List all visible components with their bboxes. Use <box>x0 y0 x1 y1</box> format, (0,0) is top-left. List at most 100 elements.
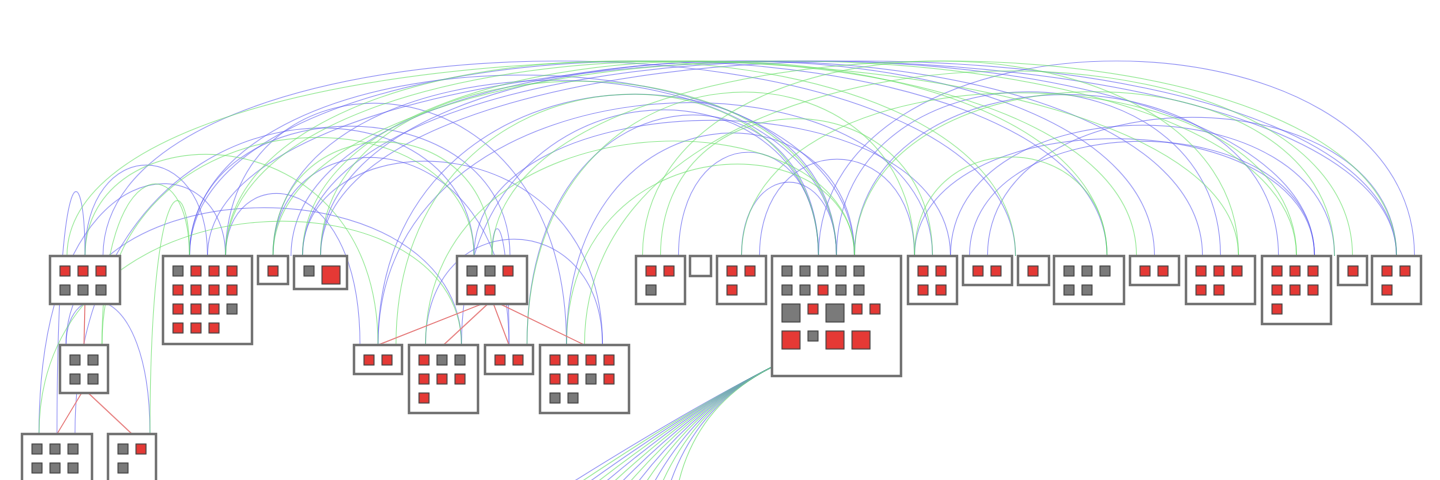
red-node[interactable] <box>418 373 430 385</box>
red-node[interactable] <box>603 373 615 385</box>
gray-node[interactable] <box>781 284 793 296</box>
container-c4[interactable] <box>292 254 349 291</box>
gray-node[interactable] <box>87 354 99 366</box>
container-c13[interactable] <box>634 254 687 306</box>
red-node[interactable] <box>466 284 478 296</box>
container-c22[interactable] <box>1184 254 1257 306</box>
gray-node[interactable] <box>1063 284 1075 296</box>
container-c15[interactable] <box>715 254 768 306</box>
red-node[interactable] <box>825 330 845 350</box>
red-node[interactable] <box>1271 284 1283 296</box>
red-node[interactable] <box>1231 265 1243 277</box>
gray-node[interactable] <box>454 354 466 366</box>
container-c24[interactable] <box>1336 254 1369 287</box>
red-node[interactable] <box>208 265 220 277</box>
red-node[interactable] <box>190 265 202 277</box>
red-node[interactable] <box>135 443 147 455</box>
red-node[interactable] <box>567 354 579 366</box>
red-node[interactable] <box>321 265 341 285</box>
gray-node[interactable] <box>799 284 811 296</box>
gray-node[interactable] <box>172 265 184 277</box>
gray-node[interactable] <box>835 265 847 277</box>
gray-node[interactable] <box>59 284 71 296</box>
gray-node[interactable] <box>799 265 811 277</box>
gray-node[interactable] <box>31 443 43 455</box>
gray-node[interactable] <box>67 462 79 474</box>
red-node[interactable] <box>1289 284 1301 296</box>
red-node[interactable] <box>781 330 801 350</box>
container-c16[interactable] <box>770 254 903 378</box>
gray-node[interactable] <box>31 462 43 474</box>
container-c9[interactable] <box>352 343 404 376</box>
red-node[interactable] <box>172 322 184 334</box>
red-node[interactable] <box>726 265 738 277</box>
red-node[interactable] <box>1213 284 1225 296</box>
red-node[interactable] <box>1157 265 1169 277</box>
red-node[interactable] <box>726 284 738 296</box>
gray-node[interactable] <box>817 265 829 277</box>
gray-node[interactable] <box>835 284 847 296</box>
container-c7[interactable] <box>106 432 158 480</box>
container-c10[interactable] <box>407 343 480 415</box>
red-node[interactable] <box>172 303 184 315</box>
container-c1[interactable] <box>48 254 122 306</box>
container-c3[interactable] <box>256 254 290 286</box>
container-c25[interactable] <box>1370 254 1423 306</box>
container-c8[interactable] <box>455 254 529 306</box>
red-node[interactable] <box>267 265 279 277</box>
red-node[interactable] <box>663 265 675 277</box>
red-node[interactable] <box>59 265 71 277</box>
container-c17[interactable] <box>906 254 959 306</box>
gray-node[interactable] <box>585 373 597 385</box>
red-node[interactable] <box>549 354 561 366</box>
red-node[interactable] <box>549 373 561 385</box>
red-node[interactable] <box>990 265 1002 277</box>
gray-node[interactable] <box>226 303 238 315</box>
red-node[interactable] <box>1289 265 1301 277</box>
gray-node[interactable] <box>1081 284 1093 296</box>
gray-node[interactable] <box>807 330 819 342</box>
gray-node[interactable] <box>781 303 801 323</box>
gray-node[interactable] <box>484 265 496 277</box>
container-c11[interactable] <box>483 343 535 376</box>
container-c5[interactable] <box>58 343 110 395</box>
gray-node[interactable] <box>1099 265 1111 277</box>
container-c18[interactable] <box>961 254 1014 287</box>
red-node[interactable] <box>917 265 929 277</box>
red-node[interactable] <box>1381 265 1393 277</box>
red-node[interactable] <box>484 284 496 296</box>
red-node[interactable] <box>935 265 947 277</box>
gray-node[interactable] <box>1063 265 1075 277</box>
container-c23[interactable] <box>1260 254 1333 326</box>
red-node[interactable] <box>418 392 430 404</box>
red-node[interactable] <box>1195 265 1207 277</box>
red-node[interactable] <box>1381 284 1393 296</box>
red-node[interactable] <box>190 303 202 315</box>
gray-node[interactable] <box>466 265 478 277</box>
red-node[interactable] <box>869 303 881 315</box>
gray-node[interactable] <box>77 284 89 296</box>
gray-node[interactable] <box>853 265 865 277</box>
gray-node[interactable] <box>117 462 129 474</box>
red-node[interactable] <box>208 284 220 296</box>
gray-node[interactable] <box>69 373 81 385</box>
gray-node[interactable] <box>87 373 99 385</box>
gray-node[interactable] <box>117 443 129 455</box>
gray-node[interactable] <box>853 284 865 296</box>
gray-node[interactable] <box>781 265 793 277</box>
red-node[interactable] <box>1027 265 1039 277</box>
red-node[interactable] <box>1399 265 1411 277</box>
red-node[interactable] <box>454 373 466 385</box>
gray-node[interactable] <box>645 284 657 296</box>
red-node[interactable] <box>935 284 947 296</box>
red-node[interactable] <box>363 354 375 366</box>
red-node[interactable] <box>567 373 579 385</box>
gray-node[interactable] <box>69 354 81 366</box>
red-node[interactable] <box>972 265 984 277</box>
gray-node[interactable] <box>303 265 315 277</box>
container-c12[interactable] <box>538 343 631 415</box>
red-node[interactable] <box>190 322 202 334</box>
red-node[interactable] <box>190 284 202 296</box>
gray-node[interactable] <box>549 392 561 404</box>
red-node[interactable] <box>1271 303 1283 315</box>
